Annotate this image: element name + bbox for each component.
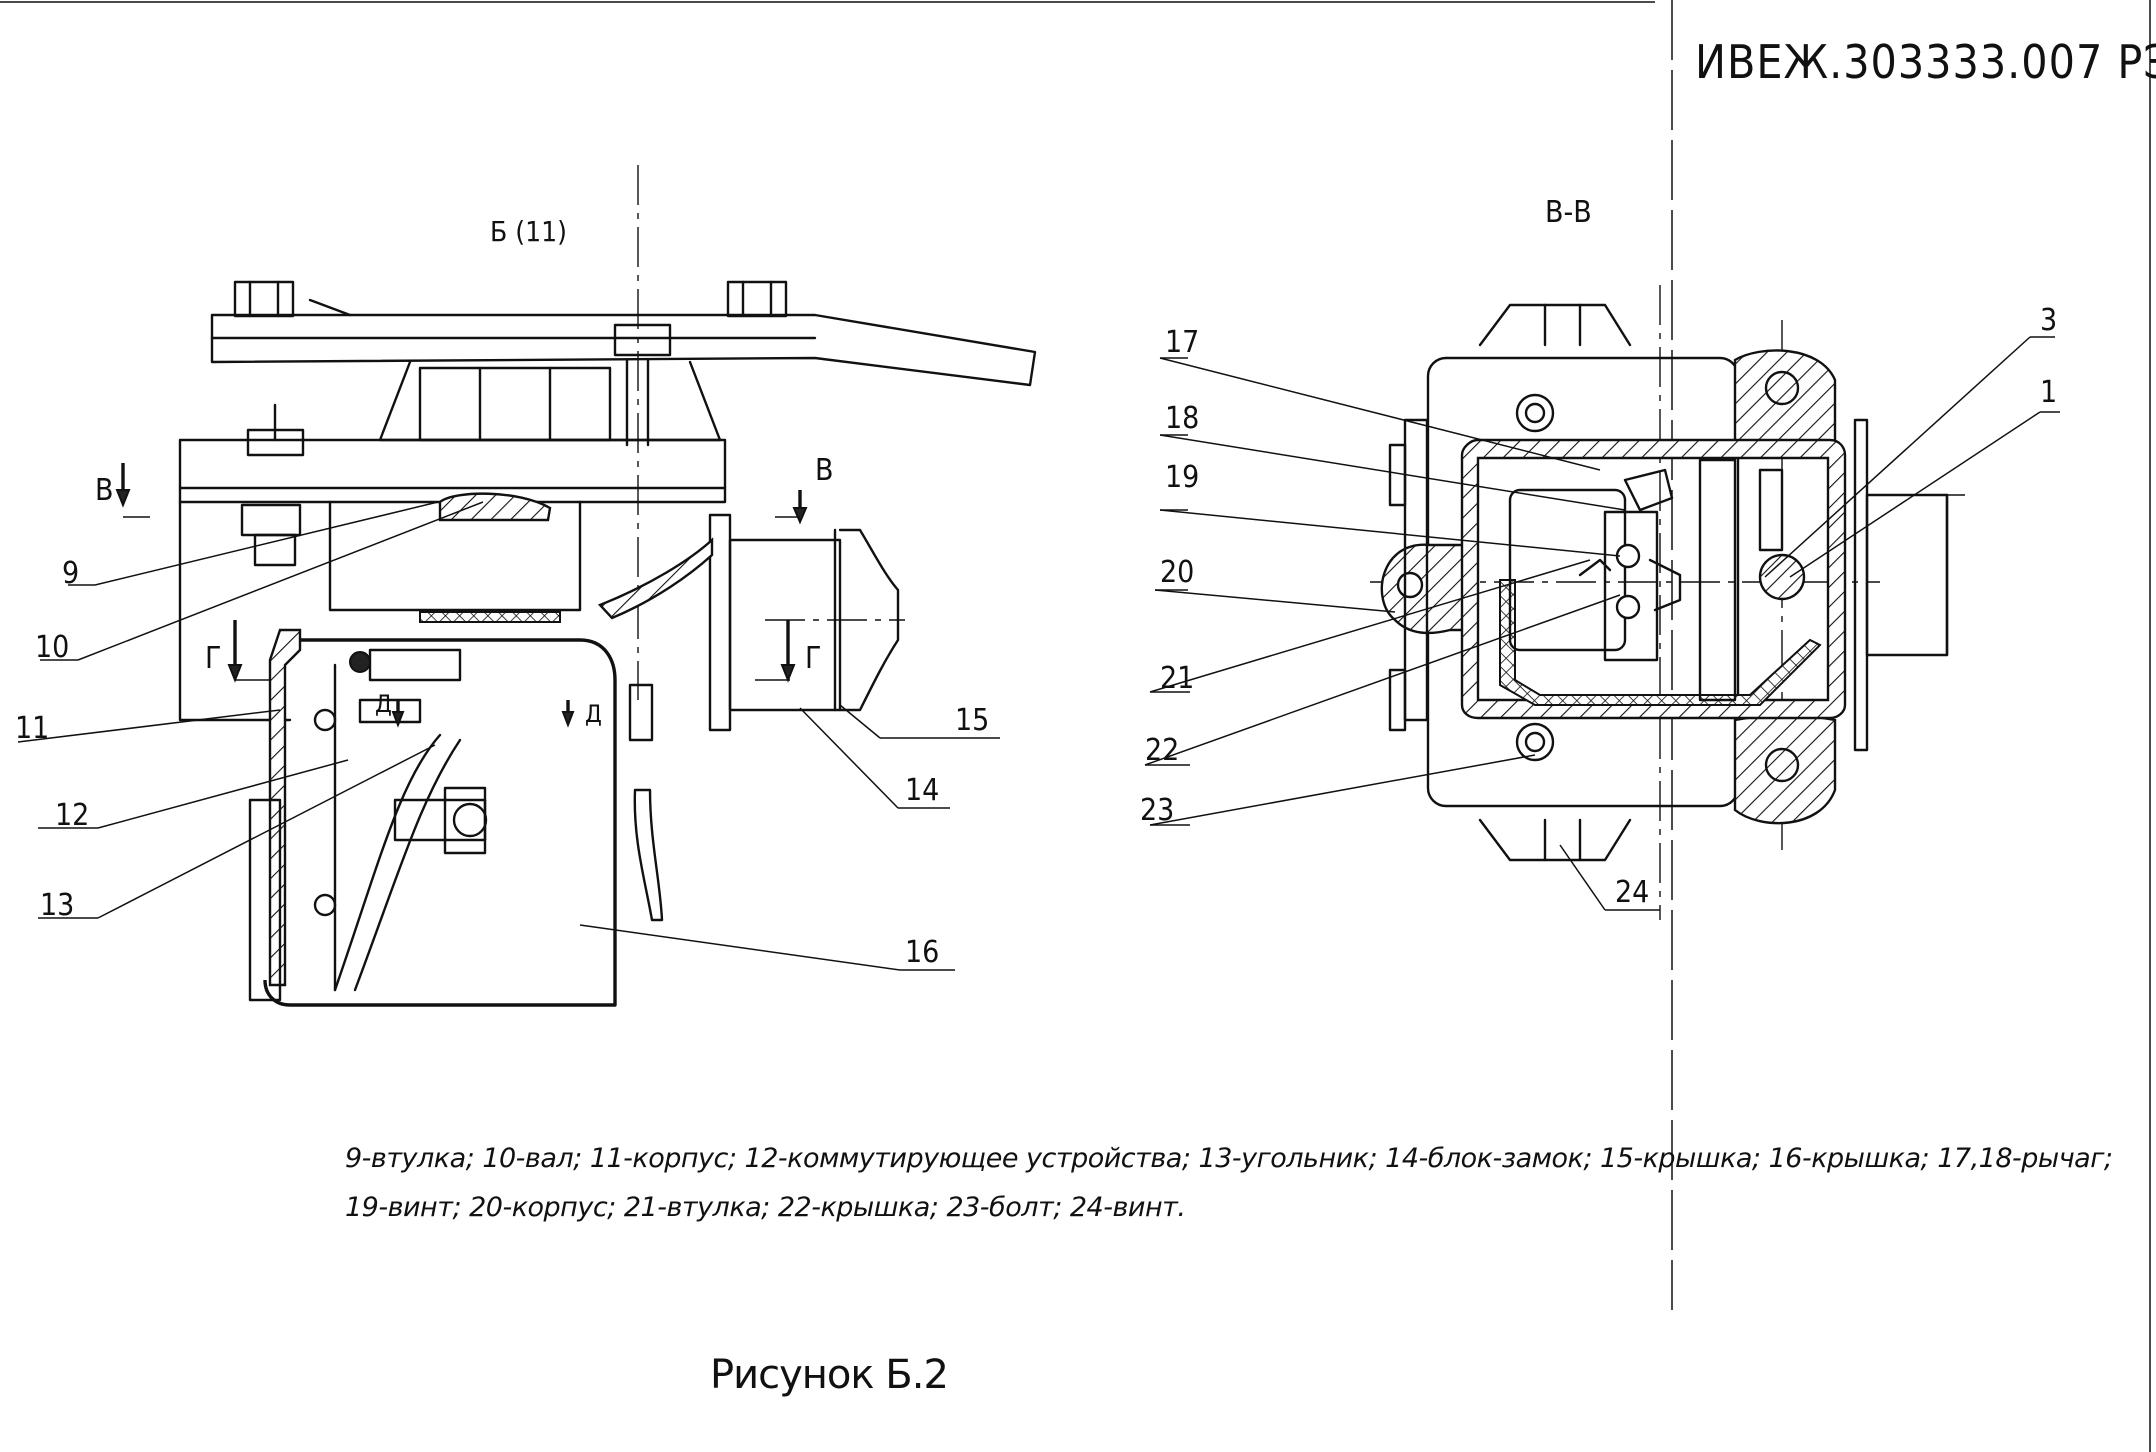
legend-line-1: 9-втулка; 10-вал; 11-корпус; 12-коммутир… <box>345 1143 2113 1174</box>
callout-20: 20 <box>1160 555 1194 590</box>
callout-19: 19 <box>1165 460 1199 495</box>
callout-11: 11 <box>15 711 49 746</box>
callout-21: 21 <box>1160 661 1194 696</box>
callout-12: 12 <box>55 798 89 833</box>
callout-16: 16 <box>905 935 939 970</box>
section-mark-d-right: Д <box>585 700 602 728</box>
section-mark-g-right: Г <box>805 641 821 676</box>
section-mark-g-left: Г <box>205 641 221 676</box>
figure-caption: Рисунок Б.2 <box>710 1352 949 1398</box>
callout-9: 9 <box>62 556 79 591</box>
callout-15: 15 <box>955 703 989 738</box>
document-code: ИВЕЖ.303333.007 РЭ <box>1695 35 2156 89</box>
callout-22: 22 <box>1145 733 1179 768</box>
callout-17: 17 <box>1165 325 1199 360</box>
section-mark-b-left: В <box>95 473 114 508</box>
callout-13: 13 <box>40 888 74 923</box>
section-mark-d-left: Д <box>375 690 392 718</box>
callout-23: 23 <box>1140 793 1174 828</box>
section-mark-b-right: В <box>815 453 834 488</box>
callout-10: 10 <box>35 630 69 665</box>
callout-18: 18 <box>1165 401 1199 436</box>
callout-24: 24 <box>1615 875 1649 910</box>
callout-1: 1 <box>2040 375 2057 410</box>
view-v-v-title: В-В <box>1545 195 1592 230</box>
view-v-v-section: В-В <box>1140 195 2060 920</box>
legend-line-2: 19-винт; 20-корпус; 21-втулка; 22-крышка… <box>345 1192 1186 1223</box>
callout-3: 3 <box>2040 303 2057 338</box>
view-b-title: Б (11) <box>490 215 567 248</box>
callout-14: 14 <box>905 773 939 808</box>
view-b-assembly: Б (11) <box>15 165 1037 1007</box>
